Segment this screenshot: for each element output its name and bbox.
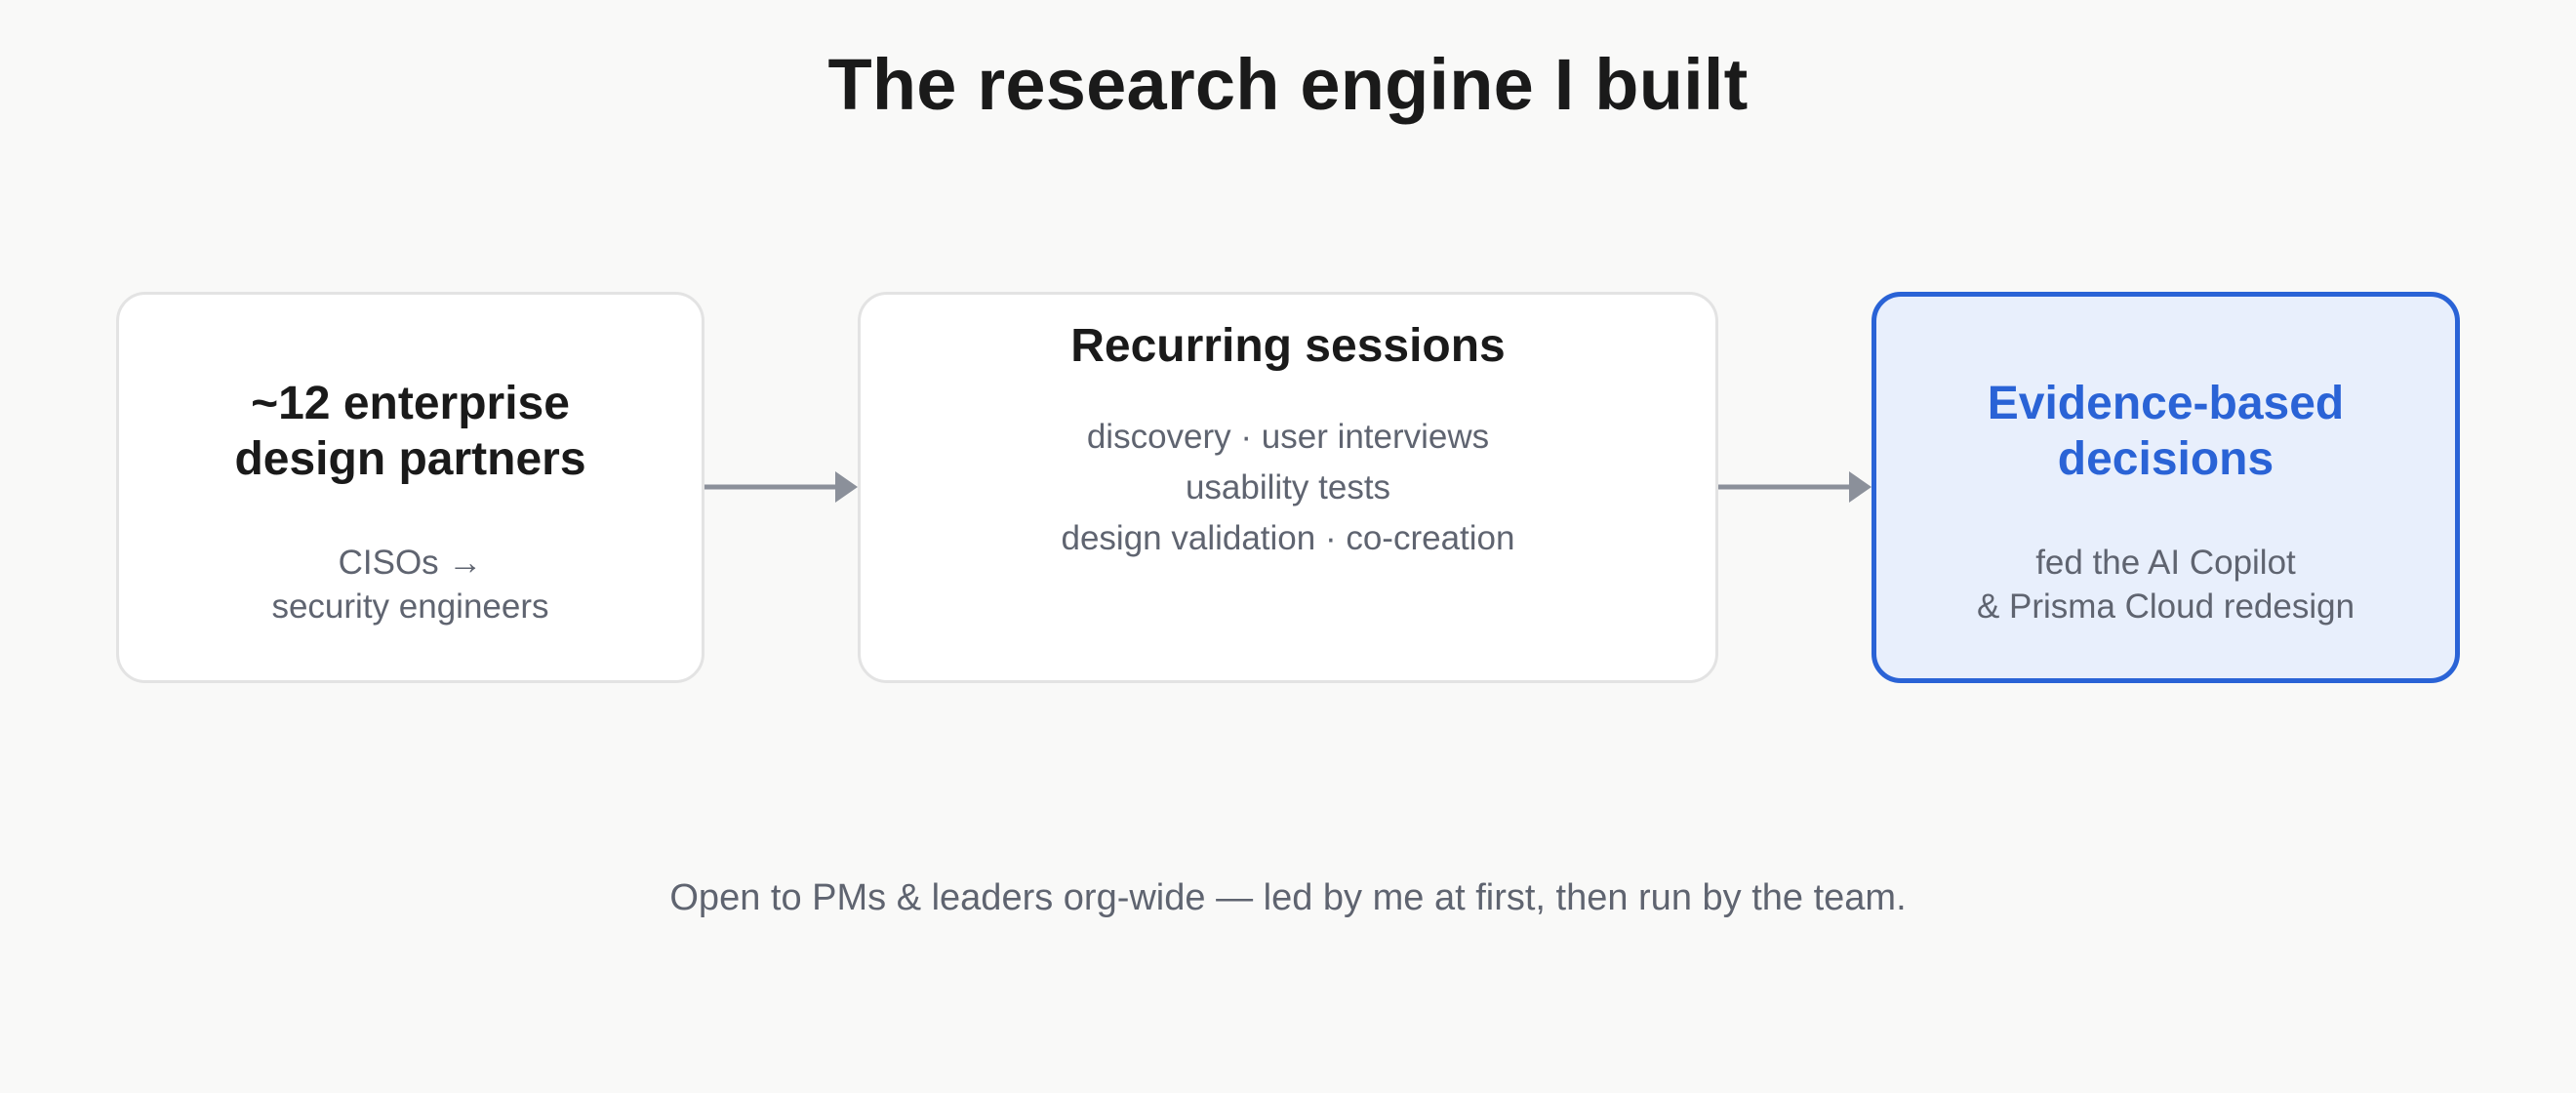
footer-note: Open to PMs & leaders org-wide — led by … [669, 877, 1907, 918]
step-heading-line: ~12 enterprise [251, 378, 570, 429]
step-detail-line: usability tests [1185, 468, 1391, 506]
step-detail-line: CISOs → [338, 544, 483, 582]
step-detail-line: & Prisma Cloud redesign [1976, 587, 2355, 626]
step-card-design-partners: ~12 enterprise design partners CISOs → s… [116, 292, 704, 683]
step-heading: ~12 enterprise design partners [119, 376, 702, 487]
arrow-head [1849, 471, 1872, 503]
step-detail-line: discovery · user interviews [1086, 418, 1490, 456]
step-detail: CISOs → security engineers [119, 541, 702, 628]
arrow-partners-to-sessions [704, 471, 858, 503]
step-detail: discovery · user interviews usability te… [861, 412, 1715, 564]
step-heading: Recurring sessions [861, 318, 1715, 374]
step-detail-line: fed the AI Copilot [2035, 544, 2296, 582]
step-heading-line: Evidence-based [1987, 378, 2345, 429]
step-heading-line: design partners [234, 433, 586, 485]
step-heading-line: Recurring sessions [1070, 320, 1506, 372]
diagram-title: The research engine I built [827, 44, 1749, 125]
step-card-evidence-based-decisions: Evidence-based decisions fed the AI Copi… [1872, 292, 2460, 683]
step-heading: Evidence-based decisions [1876, 376, 2455, 487]
arrow-sessions-to-decisions [1718, 471, 1872, 503]
step-detail-line: security engineers [271, 587, 549, 626]
step-detail-line: design validation · co-creation [1061, 519, 1515, 557]
step-card-recurring-sessions: Recurring sessions discovery · user inte… [858, 292, 1718, 683]
arrow-head [835, 471, 858, 503]
step-heading-line: decisions [2057, 433, 2274, 485]
step-detail: fed the AI Copilot & Prisma Cloud redesi… [1876, 541, 2455, 628]
